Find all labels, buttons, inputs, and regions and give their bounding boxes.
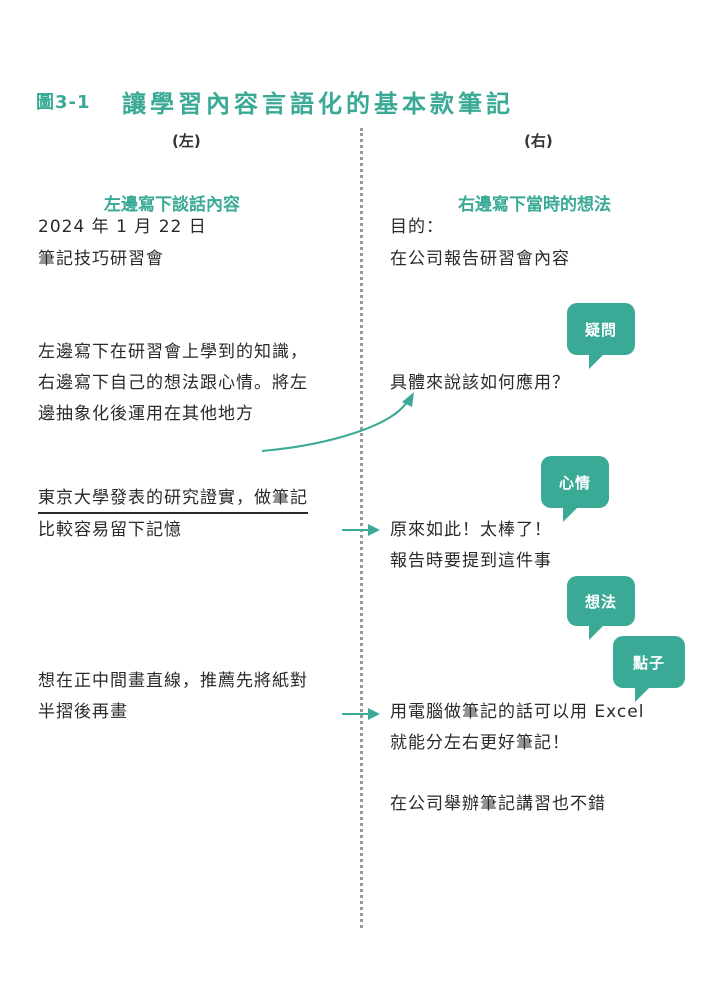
note-date: 2024 年 1 月 22 日	[38, 217, 207, 237]
note-block3-line2: 半摺後再畫	[38, 702, 128, 722]
left-column-header: (左)	[172, 132, 201, 150]
note-block1-line2: 右邊寫下自己的想法跟心情。將左	[38, 373, 308, 393]
figure-label: 圖3-1	[36, 92, 91, 113]
note-idea-line1: 用電腦做筆記的話可以用 Excel	[390, 702, 645, 722]
note-event: 筆記技巧研習會	[38, 249, 164, 269]
figure-title: 讓學習內容言語化的基本款筆記	[122, 90, 514, 118]
left-subheading: 左邊寫下談話內容	[104, 195, 240, 215]
note-block2-line1: 東京大學發表的研究證實，做筆記	[38, 484, 308, 514]
right-subheading: 右邊寫下當時的想法	[458, 195, 611, 215]
note-feeling-line1: 原來如此！太棒了！	[390, 520, 552, 540]
right-column-header: (右)	[524, 132, 553, 150]
straight-arrow-1-head	[368, 524, 380, 536]
note-idea-line2: 就能分左右更好筆記！	[390, 733, 570, 753]
note-block2-line2: 比較容易留下記憶	[38, 520, 182, 540]
center-divider	[360, 128, 363, 928]
note-block3-line1: 想在正中間畫直線，推薦先將紙對	[38, 671, 308, 691]
note-feeling-line2: 報告時要提到這件事	[390, 551, 552, 571]
note-block1-line1: 左邊寫下在研習會上學到的知識，	[38, 342, 308, 362]
bubble-question: 疑問	[567, 303, 635, 369]
note-question: 具體來說該如何應用？	[390, 373, 570, 393]
bubble-idea: 點子	[613, 636, 685, 702]
bubble-feeling: 心情	[541, 456, 609, 522]
note-purpose-label: 目的：	[390, 217, 444, 237]
note-purpose: 在公司報告研習會內容	[390, 249, 570, 269]
bubble-thought: 想法	[567, 576, 635, 640]
note-block1-line3: 邊抽象化後運用在其他地方	[38, 404, 254, 424]
curved-arrow	[261, 399, 409, 452]
straight-arrow-2-head	[368, 708, 380, 720]
note-extra: 在公司舉辦筆記講習也不錯	[390, 794, 606, 814]
